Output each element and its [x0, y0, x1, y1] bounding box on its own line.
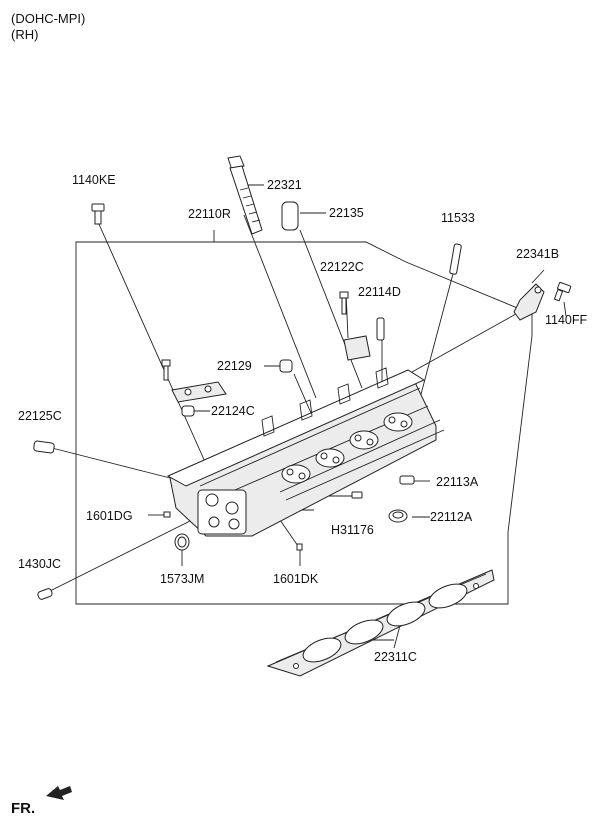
assembly-boundary	[75, 241, 533, 605]
leader-lines	[43, 184, 567, 649]
bracket-22341b-part	[513, 283, 545, 321]
engine-type-label: (DOHC-MPI)	[11, 11, 86, 26]
label-22129: 22129	[217, 359, 252, 373]
front-arrow-icon	[46, 786, 72, 800]
plug-1601dk-part	[296, 543, 303, 551]
label-22110R: 22110R	[188, 207, 231, 221]
cam-bracket-part	[171, 381, 227, 403]
bolt-22122c-part	[339, 291, 349, 315]
label-1140KE: 1140KE	[72, 173, 116, 187]
gasket-22113a-part	[399, 475, 415, 485]
label-1140FF: 1140FF	[545, 313, 588, 327]
pin-1430jc-part	[37, 588, 53, 600]
ring-22112a-part	[388, 509, 408, 523]
stud-22125c-part	[33, 440, 55, 454]
label-H31176: H31176	[331, 523, 374, 537]
bolt-1140ff-part	[553, 281, 572, 302]
front-direction-label: FR.	[11, 800, 35, 817]
cap-22124c-part	[181, 405, 195, 417]
label-22122C: 22122C	[320, 260, 364, 274]
bolt-small-part	[161, 359, 171, 381]
head-bolt-22321-part	[227, 155, 263, 235]
label-11533: 11533	[441, 211, 475, 225]
side-label: (RH)	[11, 27, 39, 42]
label-1573JM: 1573JM	[160, 572, 204, 586]
label-22113A: 22113A	[436, 475, 479, 489]
cylinder-head-part	[166, 367, 445, 537]
label-22125C: 22125C	[18, 409, 62, 423]
label-1601DK: 1601DK	[273, 572, 319, 586]
bearing-cap-part	[343, 335, 371, 361]
label-1601DG: 1601DG	[86, 509, 133, 523]
cap-22129-part	[279, 359, 293, 373]
head-gasket-part	[266, 569, 495, 677]
label-1430JC: 1430JC	[18, 557, 61, 571]
seal-1573jm-part	[174, 533, 190, 551]
label-22311C: 22311C	[374, 650, 417, 664]
label-22112A: 22112A	[430, 510, 473, 524]
stud-11533-part	[449, 243, 462, 275]
label-22114D: 22114D	[358, 285, 401, 299]
label-22321: 22321	[267, 178, 302, 192]
bolt-1140ke-part	[91, 203, 105, 225]
pin-22135-part	[281, 201, 299, 231]
bolt-h31176-part	[351, 491, 363, 499]
label-22135: 22135	[329, 206, 364, 220]
label-22341B: 22341B	[516, 247, 559, 261]
plug-1601dg-part	[163, 511, 171, 518]
label-22124C: 22124C	[211, 404, 255, 418]
pin-22114d-part	[376, 317, 385, 341]
